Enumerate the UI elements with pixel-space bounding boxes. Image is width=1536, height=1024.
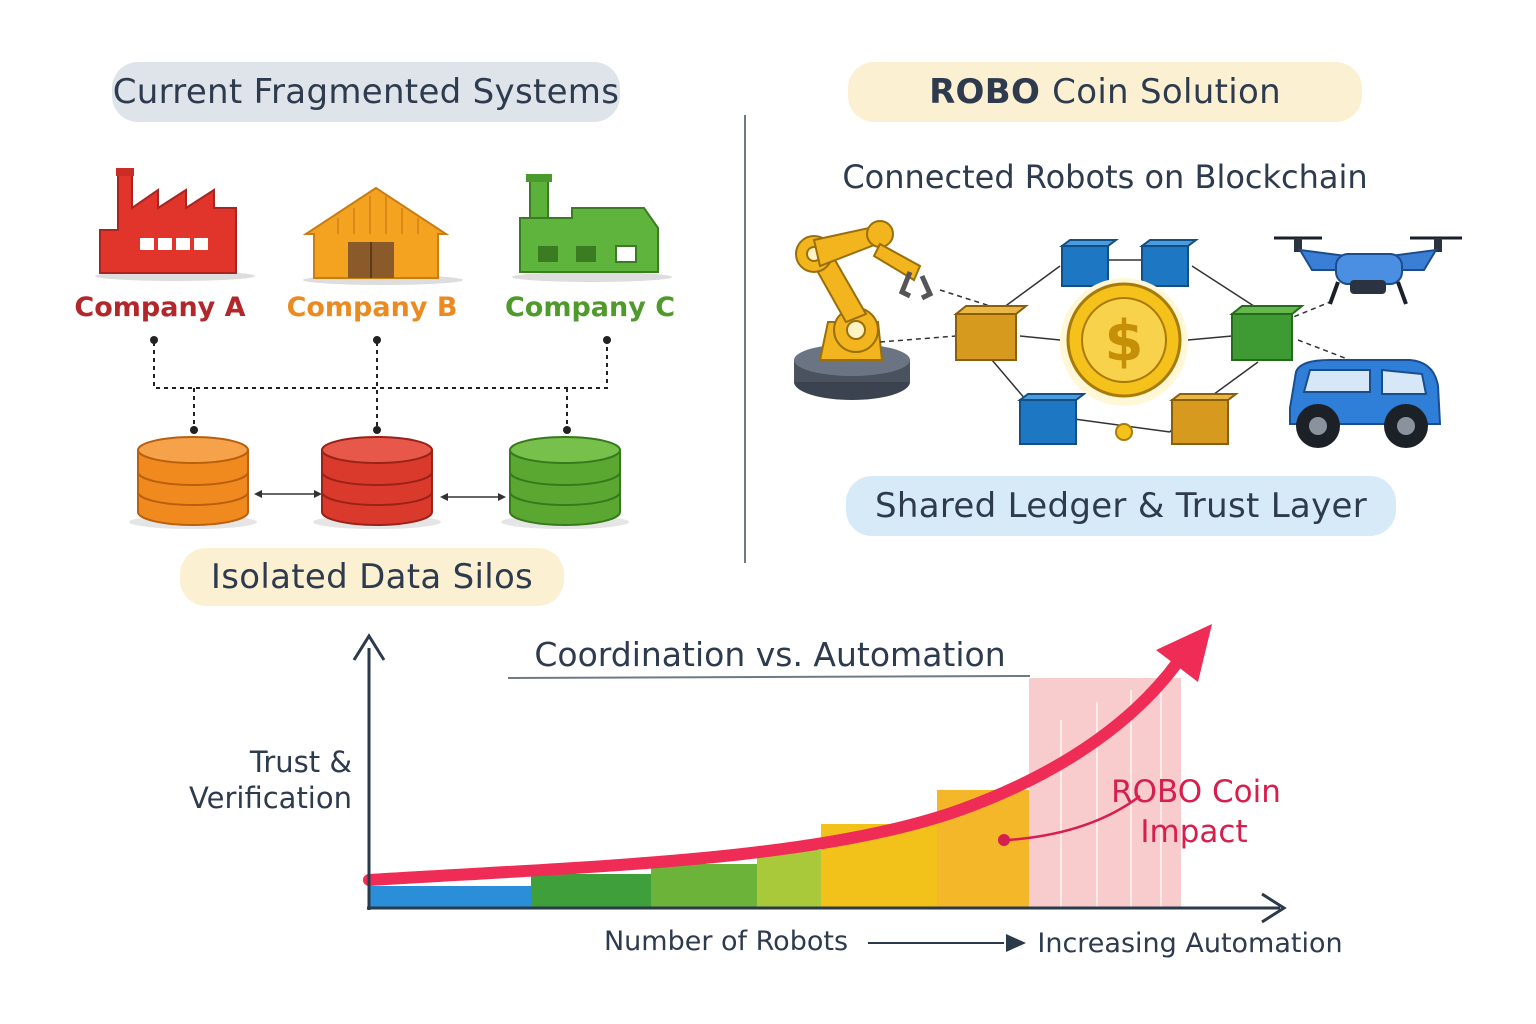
ledger-label: Shared Ledger & Trust Layer [846, 476, 1396, 536]
x-axis-label-right: Increasing Automation [1037, 928, 1342, 959]
annotation-line2: Impact [1140, 814, 1247, 850]
left-panel-title-text: Current Fragmented Systems [112, 72, 620, 112]
data-silo-orange [129, 436, 257, 529]
coordination-chart: Coordination vs. Automation Trust & Veri… [189, 624, 1343, 959]
panel-divider [744, 115, 746, 563]
drone-icon [1274, 236, 1462, 305]
data-silo-red [313, 436, 441, 529]
ledger-label-text: Shared Ledger & Trust Layer [874, 486, 1367, 526]
chart-title-underline [507, 675, 1031, 679]
company-c-label: Company C [504, 292, 676, 323]
x-label-arrowhead [1006, 934, 1026, 952]
gradient-bands [369, 678, 1181, 908]
right-panel-title-rest: Coin Solution [1052, 72, 1281, 112]
y-axis-label-line2: Verification [189, 781, 352, 815]
band [757, 850, 821, 908]
coin-symbol: $ [1105, 309, 1144, 374]
x-axis-label: Number of Robots [604, 926, 848, 957]
trust-curve-arrowhead [1156, 624, 1212, 682]
blockchain-network: $ [794, 220, 1462, 448]
building-icon [512, 174, 672, 282]
rover-icon [1289, 359, 1442, 448]
data-silo-green [501, 436, 629, 529]
silos-label: Isolated Data Silos [180, 548, 564, 606]
annotation-marker [998, 834, 1010, 846]
right-panel-title: ROBO Coin Solution [848, 62, 1362, 122]
robot-arm-icon [794, 220, 934, 400]
band [651, 864, 757, 908]
x-axis-arrowhead [1261, 892, 1287, 924]
right-panel-subtitle: Connected Robots on Blockchain [842, 158, 1368, 196]
silos-label-text: Isolated Data Silos [210, 557, 534, 597]
band [369, 886, 531, 908]
trust-curve [363, 644, 1192, 886]
silo-connectors [150, 336, 611, 501]
factory-icon [95, 168, 255, 281]
annotation-line1: ROBO Coin [1111, 774, 1281, 810]
left-panel-title: Current Fragmented Systems [112, 62, 620, 122]
robo-coin-icon: $ [1060, 278, 1188, 441]
ledger-blocks [953, 239, 1305, 445]
company-b-label: Company B [286, 292, 458, 323]
company-a-label: Company A [74, 292, 246, 323]
warehouse-icon [302, 186, 463, 285]
band [531, 874, 651, 908]
band [1029, 678, 1181, 908]
y-axis-label-line1: Trust & [249, 745, 352, 779]
y-axis-arrowhead [352, 633, 386, 661]
annotation-leader [1007, 795, 1141, 842]
chart-title: Coordination vs. Automation [534, 635, 1005, 674]
right-panel-title-bold: ROBO [929, 72, 1041, 112]
